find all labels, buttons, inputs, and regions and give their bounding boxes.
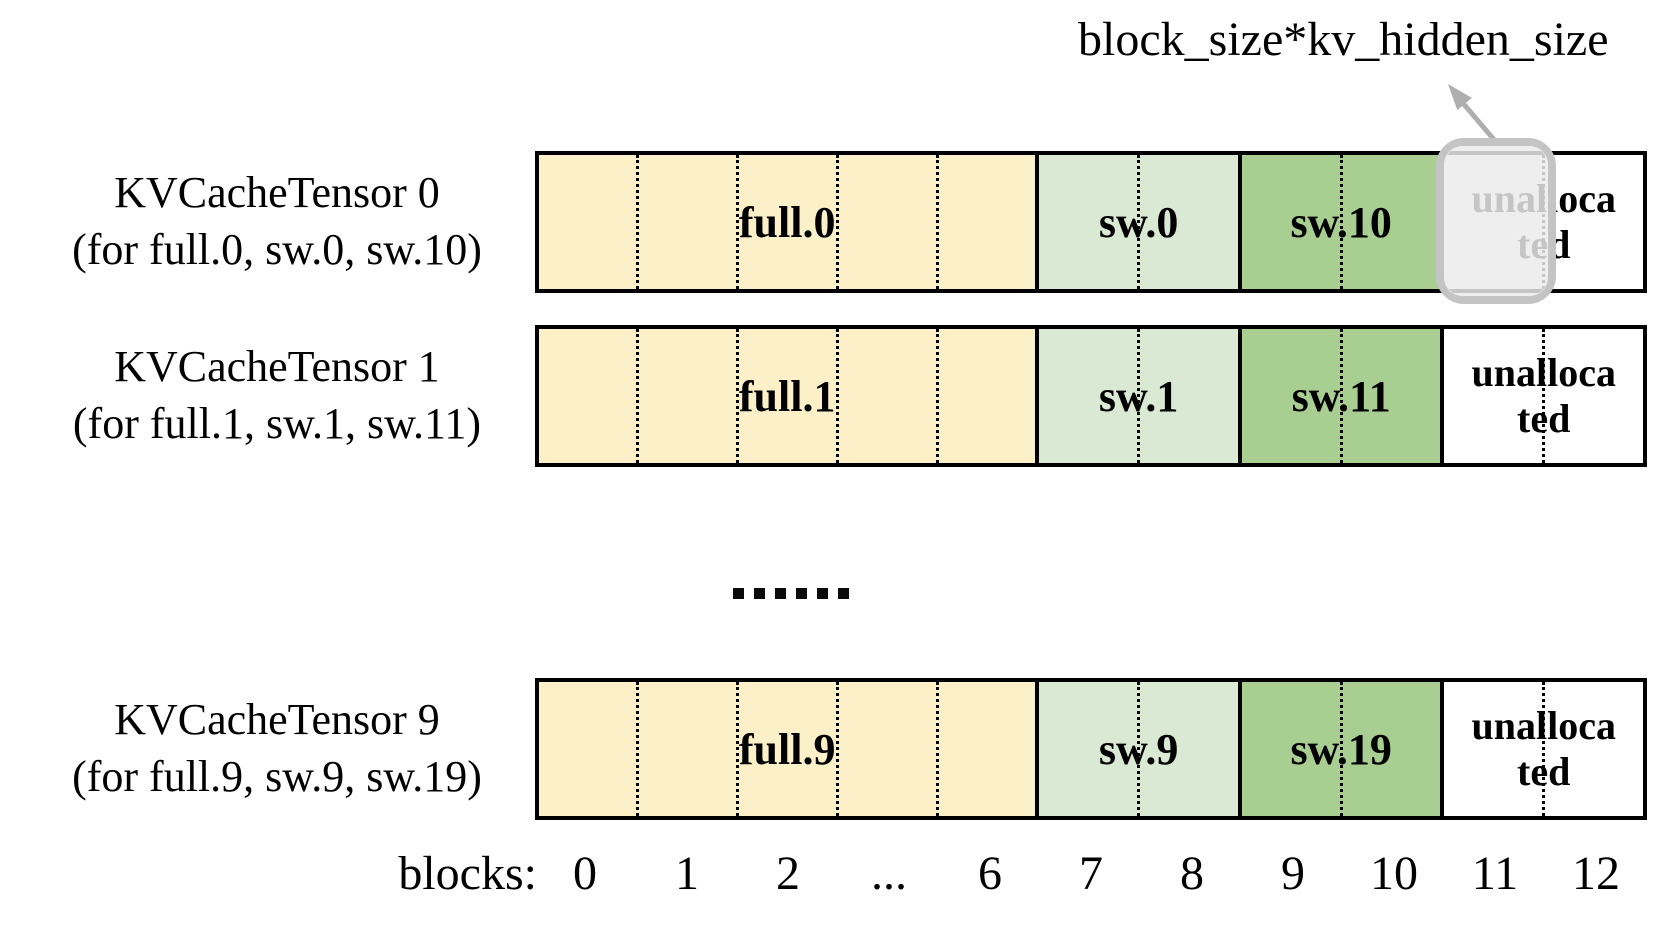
- tensor-1-label: KVCacheTensor 1 (for full.1, sw.1, sw.11…: [26, 338, 528, 452]
- block-cells: [539, 329, 1035, 463]
- axis-blocks-label: blocks:: [398, 847, 537, 900]
- segment-sw-high-label: sw.10: [1290, 197, 1392, 247]
- block-cells: [1039, 155, 1238, 289]
- axis-tick-ellipsis: ...: [871, 847, 907, 900]
- block-size-highlight-box: [1436, 138, 1556, 304]
- tensor-9-segment-sw-high: sw.19: [1237, 682, 1441, 816]
- segment-full-label: full.0: [738, 197, 836, 247]
- tensor-1-segment-full: full.1: [539, 329, 1036, 463]
- axis-tick-0: 0: [573, 847, 597, 900]
- tensor-1-subtitle: (for full.1, sw.1, sw.11): [72, 399, 482, 449]
- tensor-1-segment-sw-high: sw.11: [1237, 329, 1441, 463]
- segment-sw-high-label: sw.19: [1290, 724, 1392, 774]
- tensor-0-label: KVCacheTensor 0 (for full.0, sw.0, sw.10…: [26, 164, 528, 278]
- axis-tick-2: 2: [776, 847, 800, 900]
- tensor-0-title: KVCacheTensor 0: [114, 168, 440, 217]
- axis-tick-8: 8: [1180, 847, 1204, 900]
- annotation-arrow-icon: [1448, 84, 1498, 144]
- axis-tick-9: 9: [1281, 847, 1305, 900]
- ellipsis-dots: [733, 588, 849, 599]
- tensor-9-label: KVCacheTensor 9 (for full.9, sw.9, sw.19…: [26, 691, 528, 805]
- tensor-0-subtitle: (for full.0, sw.0, sw.10): [72, 225, 482, 275]
- segment-unallocated-label: unallocated: [1471, 350, 1616, 441]
- segment-sw-low-label: sw.9: [1098, 724, 1179, 774]
- tensor-1-title: KVCacheTensor 1: [114, 342, 440, 391]
- tensor-0-segment-sw-low: sw.0: [1035, 155, 1238, 289]
- tensor-9-bar: full.9 sw.9 sw.19 unallocated: [535, 678, 1647, 820]
- tensor-9-subtitle: (for full.9, sw.9, sw.19): [72, 752, 482, 802]
- block-cells: [539, 155, 1035, 289]
- tensor-9-segment-sw-low: sw.9: [1035, 682, 1238, 816]
- axis-tick-1: 1: [675, 847, 699, 900]
- axis-tick-10: 10: [1370, 847, 1418, 900]
- block-cells: [1444, 329, 1643, 463]
- axis-tick-7: 7: [1079, 847, 1103, 900]
- block-cells: [1039, 329, 1238, 463]
- segment-full-label: full.9: [738, 724, 836, 774]
- segment-sw-low-label: sw.0: [1098, 197, 1179, 247]
- segment-full-label: full.1: [738, 371, 836, 421]
- tensor-1-segment-unallocated: unallocated: [1440, 329, 1643, 463]
- block-cells: [1039, 682, 1238, 816]
- tensor-9-segment-unallocated: unallocated: [1440, 682, 1643, 816]
- block-cells: [1242, 155, 1441, 289]
- block-cells: [1242, 682, 1441, 816]
- axis-tick-6: 6: [978, 847, 1002, 900]
- segment-unallocated-label: unallocated: [1471, 703, 1616, 794]
- tensor-1-segment-sw-low: sw.1: [1035, 329, 1238, 463]
- tensor-1-bar: full.1 sw.1 sw.11 unallocated: [535, 325, 1647, 467]
- segment-sw-high-label: sw.11: [1291, 371, 1391, 421]
- axis-tick-11: 11: [1471, 847, 1519, 900]
- axis-tick-12: 12: [1572, 847, 1620, 900]
- tensor-9-segment-full: full.9: [539, 682, 1036, 816]
- block-cells: [1242, 329, 1441, 463]
- segment-sw-low-label: sw.1: [1098, 371, 1179, 421]
- block-cells: [1444, 682, 1643, 816]
- tensor-0-segment-sw-high: sw.10: [1237, 155, 1441, 289]
- block-size-annotation: block_size*kv_hidden_size: [1078, 13, 1609, 66]
- block-cells: [539, 682, 1035, 816]
- tensor-9-title: KVCacheTensor 9: [114, 695, 440, 744]
- tensor-0-segment-full: full.0: [539, 155, 1036, 289]
